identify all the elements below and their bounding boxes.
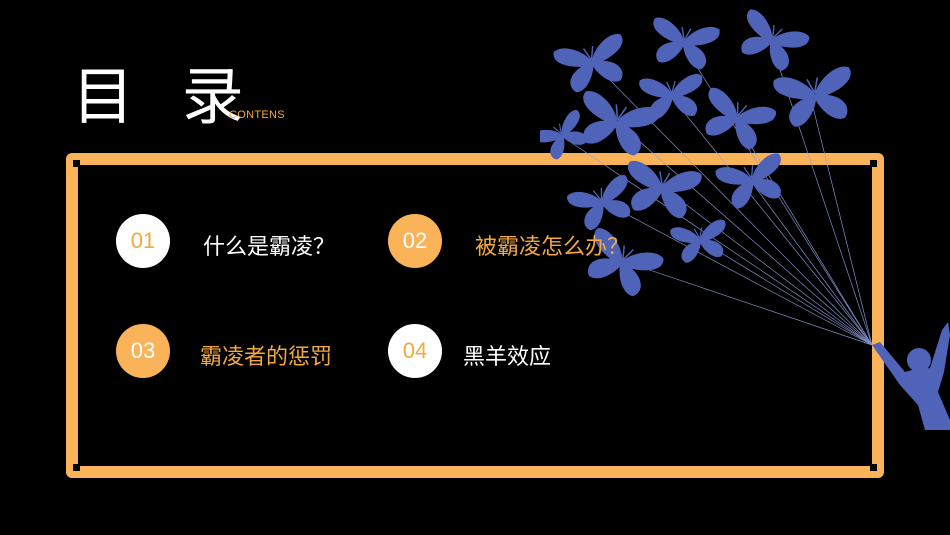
frame-corner-br — [870, 464, 877, 471]
item-label[interactable]: 被霸凌怎么办？ — [475, 235, 630, 260]
item-number-badge: 02 — [388, 214, 442, 268]
item-number-badge: 03 — [116, 324, 170, 378]
frame-corner-bl — [73, 464, 80, 471]
frame-corner-tr — [870, 160, 877, 167]
item-number-badge: 01 — [116, 214, 170, 268]
item-label[interactable]: 什么是霸凌？ — [203, 235, 336, 260]
item-number-badge: 04 — [388, 324, 442, 378]
item-label[interactable]: 霸凌者的惩罚 — [200, 345, 333, 370]
butterfly-balloon-icon — [540, 7, 950, 430]
slide-subtitle: CONTENS — [229, 109, 285, 121]
item-label[interactable]: 黑羊效应 — [463, 345, 552, 370]
slide-title: 目 录 — [72, 60, 258, 133]
content-frame — [66, 153, 884, 478]
frame-corner-tl — [73, 160, 80, 167]
